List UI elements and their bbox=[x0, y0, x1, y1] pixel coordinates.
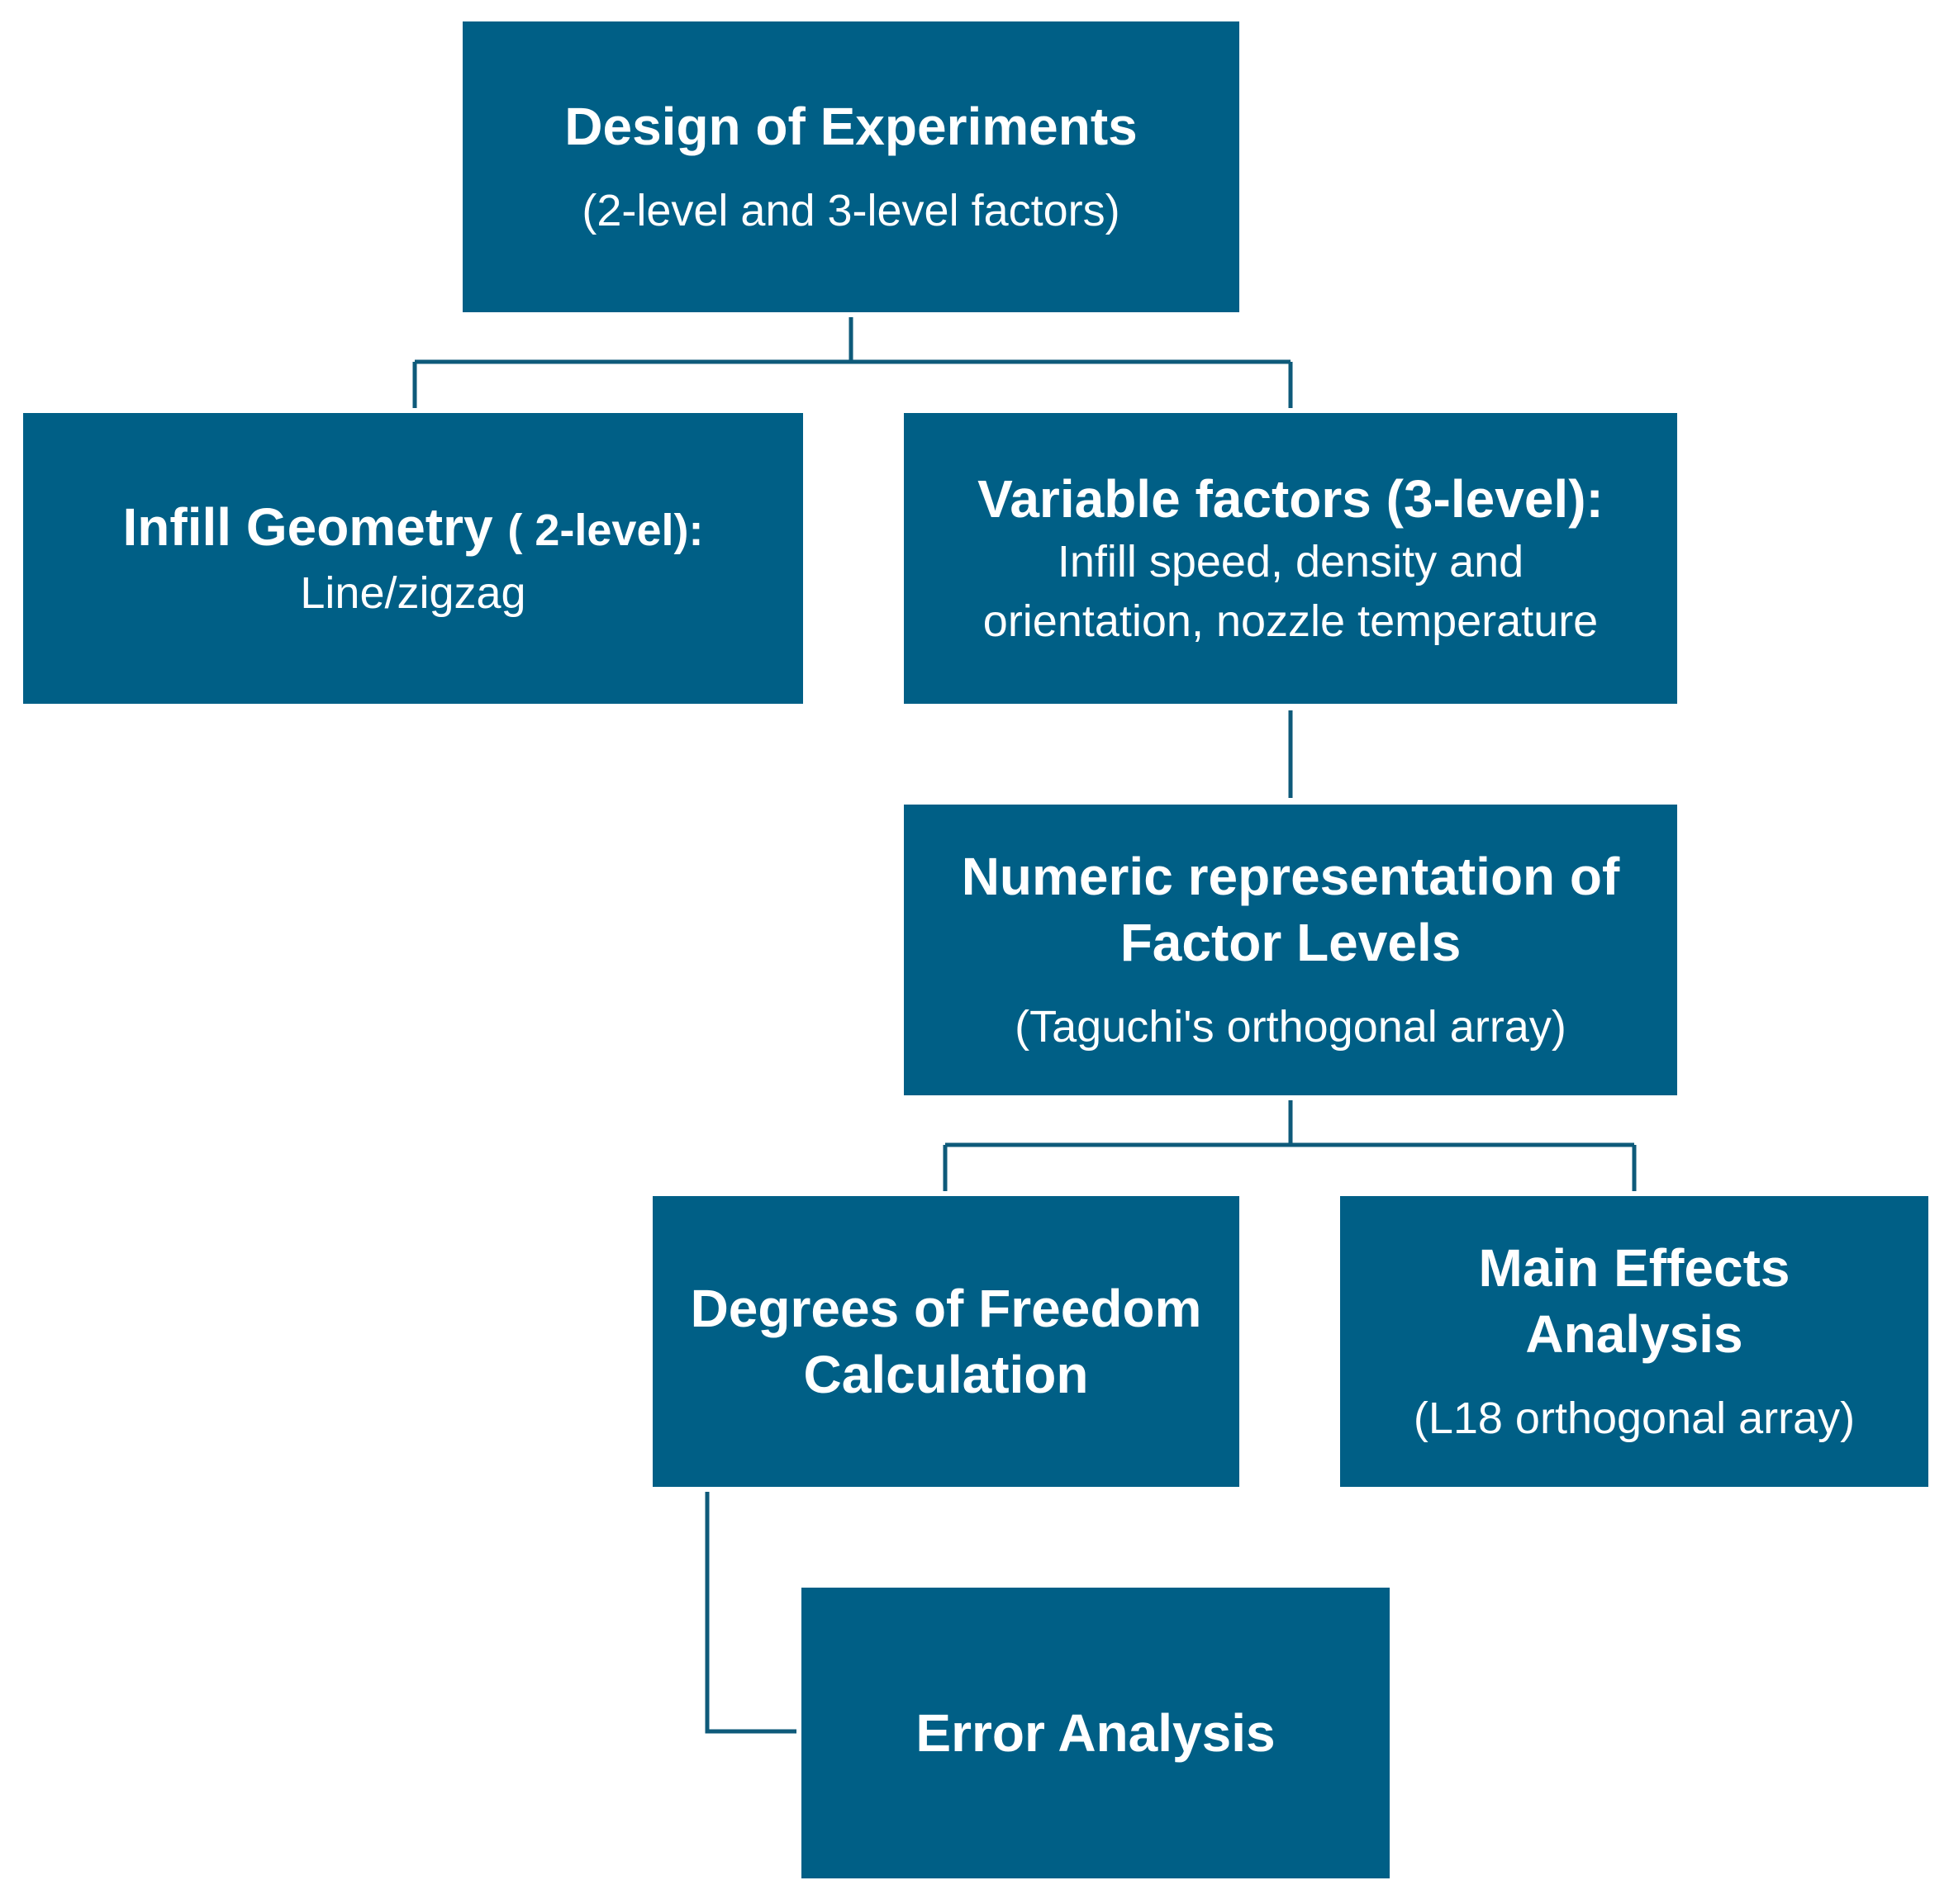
dof-title-line-2: Calculation bbox=[803, 1345, 1089, 1404]
infill-body: Line/zigzag bbox=[300, 568, 526, 618]
design-of-experiments-box: Design of Experiments (2-level and 3-lev… bbox=[463, 21, 1239, 312]
main-effects-title-line-1: Main Effects bbox=[1478, 1238, 1790, 1298]
connector-dof-to-error bbox=[705, 1492, 796, 1734]
variable-factors-box: Variable factors (3-level): Infill speed… bbox=[904, 413, 1677, 704]
numeric-subtitle: (Taguchi's orthogonal array) bbox=[1015, 1002, 1566, 1052]
numeric-representation-box: Numeric representation of Factor Levels … bbox=[904, 805, 1677, 1095]
numeric-title-line-2: Factor Levels bbox=[1119, 913, 1462, 972]
numeric-title-line-1: Numeric representation of bbox=[961, 847, 1620, 906]
variable-body-line-2: orientation, nozzle temperature bbox=[982, 596, 1599, 646]
infill-title: Infill Geometry bbox=[122, 497, 493, 557]
doe-subtitle: (2-level and 3-level factors) bbox=[582, 186, 1120, 235]
variable-body-line-1: Infill speed, density and bbox=[1057, 537, 1524, 586]
infill-title-suffix: ( 2-level): bbox=[507, 506, 704, 555]
doe-title: Design of Experiments bbox=[564, 97, 1138, 156]
degrees-of-freedom-box: Degrees of Freedom Calculation bbox=[653, 1196, 1239, 1487]
error-title: Error Analysis bbox=[915, 1703, 1276, 1763]
main-effects-subtitle: (L18 orthogonal array) bbox=[1413, 1394, 1856, 1443]
dof-title-line-1: Degrees of Freedom bbox=[690, 1279, 1202, 1338]
error-analysis-box: Error Analysis bbox=[801, 1588, 1390, 1878]
connector-numeric-to-dof-and-main bbox=[943, 1100, 1637, 1191]
infill-geometry-box: Infill Geometry ( 2-level): Line/zigzag bbox=[23, 413, 803, 704]
connector-doe-to-infill-and-variable bbox=[412, 317, 1293, 408]
variable-title: Variable factors (3-level): bbox=[977, 469, 1604, 529]
main-effects-box: Main Effects Analysis (L18 orthogonal ar… bbox=[1340, 1196, 1928, 1487]
main-effects-title-line-2: Analysis bbox=[1525, 1304, 1743, 1364]
infill-title-line: Infill Geometry ( 2-level): bbox=[123, 494, 704, 563]
